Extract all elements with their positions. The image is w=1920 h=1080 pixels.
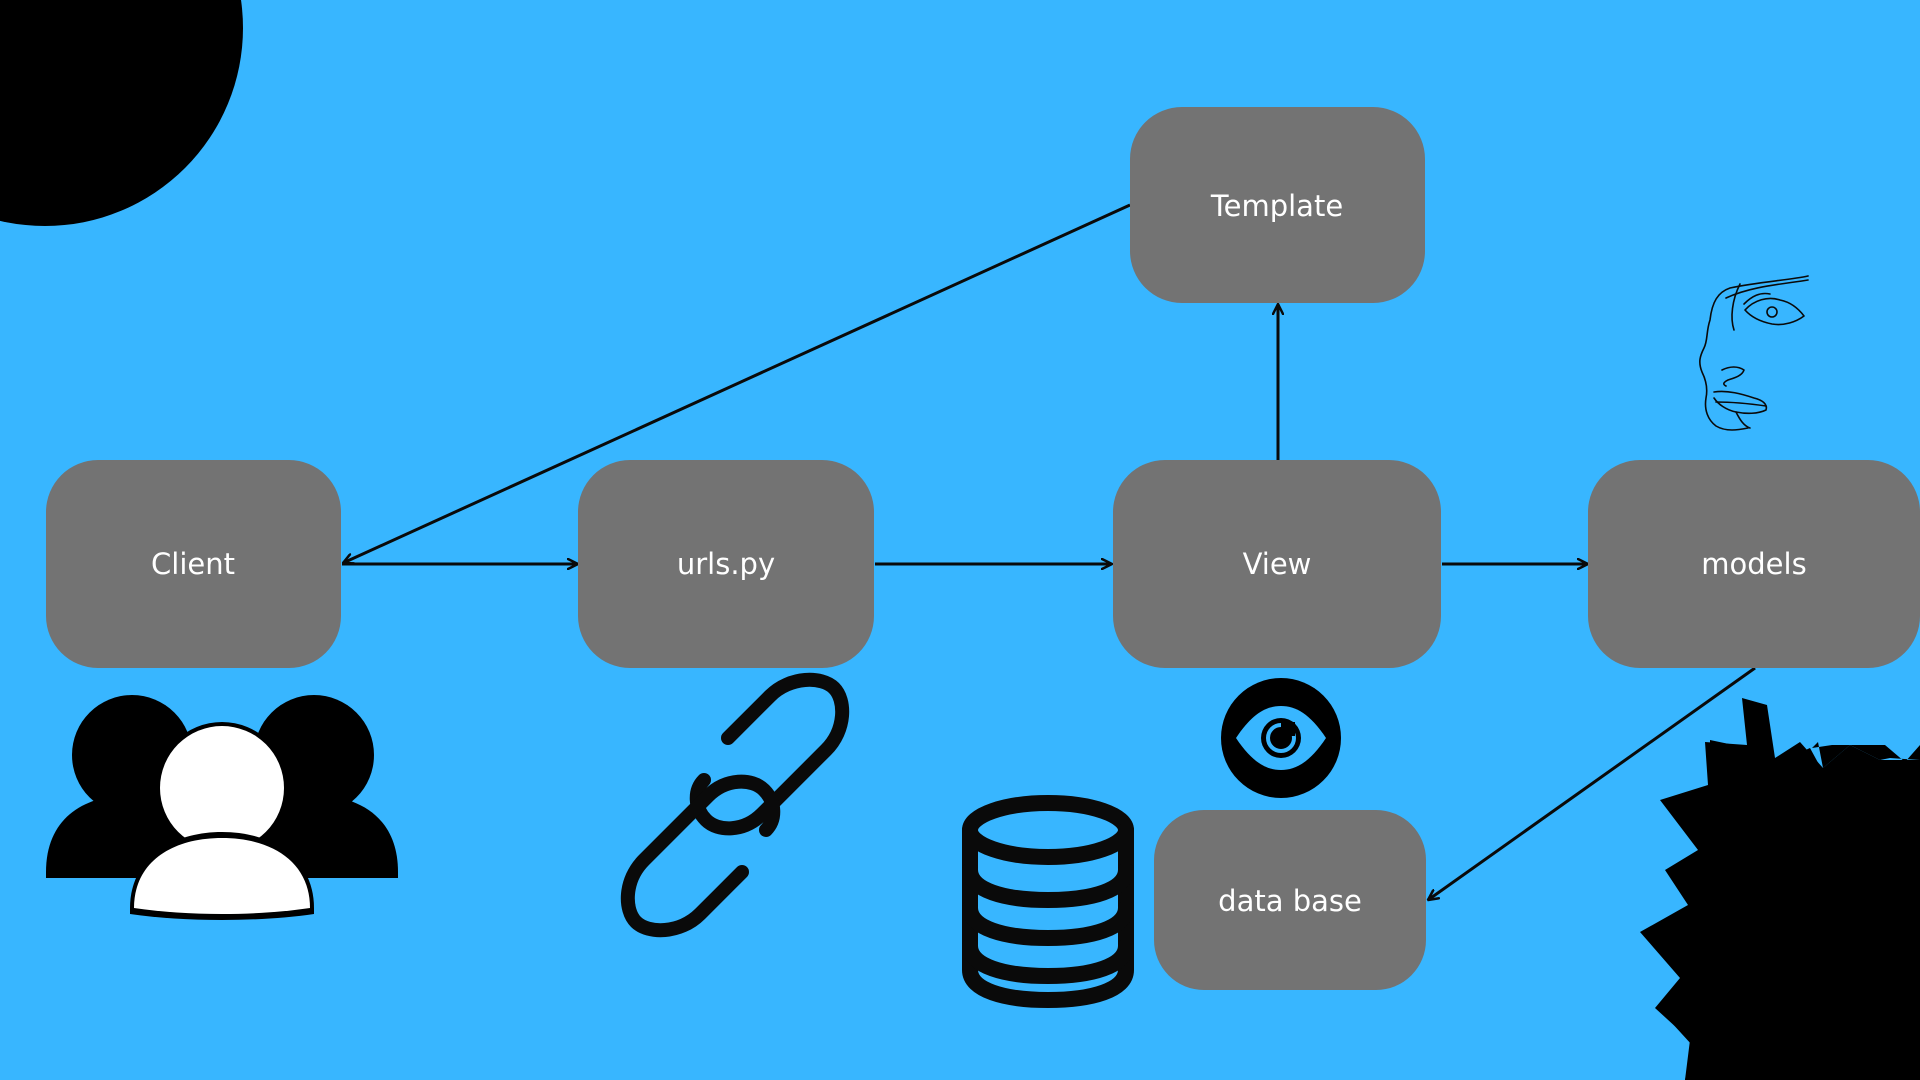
node-template: Template xyxy=(1130,107,1425,303)
node-view: View xyxy=(1113,460,1441,668)
node-client: Client xyxy=(46,460,341,668)
node-client-label: Client xyxy=(151,547,235,581)
node-template-label: Template xyxy=(1210,189,1343,223)
starburst-decoration-body xyxy=(1645,702,1920,1080)
edge-models-to-database xyxy=(1428,666,1756,900)
chain-link-icon xyxy=(620,672,850,938)
starburst-decoration-spikes xyxy=(1812,742,1920,768)
node-database-label: data base xyxy=(1218,884,1362,918)
node-models: models xyxy=(1588,460,1920,668)
users-group-icon xyxy=(46,695,398,920)
face-line-art-icon xyxy=(1699,275,1809,431)
database-stack-icon xyxy=(962,795,1134,1009)
node-database: data base xyxy=(1154,810,1426,990)
edge-template-to-client xyxy=(343,203,1131,563)
corner-circle-decoration xyxy=(0,0,243,226)
eye-icon xyxy=(1221,678,1341,798)
node-view-label: View xyxy=(1243,547,1312,581)
node-models-label: models xyxy=(1701,547,1806,581)
node-urls-label: urls.py xyxy=(677,547,775,581)
node-urls: urls.py xyxy=(578,460,874,668)
